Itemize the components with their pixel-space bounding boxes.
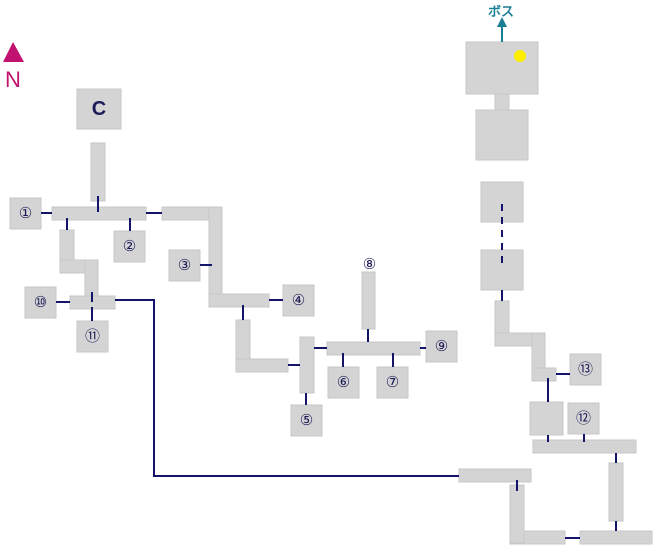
room-4 — [282, 284, 315, 317]
chamber — [475, 109, 529, 161]
corridor — [208, 293, 270, 308]
compass-letter: N — [5, 67, 21, 92]
corridor — [299, 336, 315, 394]
room-1 — [9, 197, 42, 230]
corridor — [509, 484, 525, 544]
boss-label: ボス — [487, 5, 514, 20]
room-3 — [168, 249, 201, 282]
corridor — [90, 142, 106, 202]
room-5 — [290, 404, 323, 437]
north-arrow-icon — [3, 42, 24, 62]
chamber — [480, 181, 524, 223]
boss-arrow-icon — [497, 17, 507, 42]
corridor — [531, 367, 557, 382]
room-label-11: ⑪ — [84, 327, 100, 345]
corridor — [361, 271, 376, 330]
corridor — [494, 93, 510, 111]
boss-marker-icon — [514, 50, 526, 62]
room-label-6: ⑥ — [336, 373, 351, 391]
room-label-5: ⑤ — [299, 411, 314, 429]
corridor — [458, 468, 532, 483]
corridor — [326, 341, 421, 356]
room-label-1: ① — [18, 204, 33, 222]
room-label-9: ⑨ — [434, 337, 449, 355]
corridor — [208, 206, 223, 308]
room-6 — [327, 366, 360, 399]
start-room — [76, 88, 122, 130]
room-label-8: ⑧ — [362, 254, 377, 273]
room-9 — [425, 330, 458, 363]
room-12 — [567, 402, 600, 435]
long-passage — [115, 299, 459, 477]
room-11 — [76, 320, 109, 353]
start-room-label: C — [91, 97, 107, 120]
chamber — [529, 401, 564, 436]
room-label-7: ⑦ — [385, 373, 400, 391]
boss-room — [465, 41, 539, 95]
corridor — [608, 462, 624, 522]
room-13 — [569, 353, 602, 386]
room-label-3: ③ — [177, 256, 192, 274]
room-label-4: ④ — [291, 291, 306, 309]
room-label-12: ⑫ — [575, 409, 591, 427]
room-label-2: ② — [122, 237, 137, 255]
corridor — [579, 530, 653, 545]
corridor — [84, 259, 99, 297]
room-label-13: ⑬ — [577, 360, 593, 378]
room-label-10: ⑩ — [33, 293, 48, 311]
corridor — [235, 358, 289, 373]
room-10 — [24, 286, 57, 319]
